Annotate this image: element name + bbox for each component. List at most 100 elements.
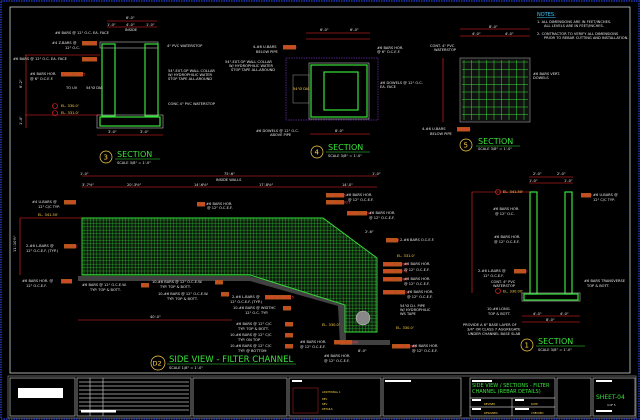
rebar-label: 12" O.C.E.F. — [483, 274, 504, 278]
rebar-label: #6 BARS HOR. — [369, 211, 395, 215]
section-5-detail: 8'-0" 4'-0" 4'-0" CONT. 4" PVC WATERSTOP… — [422, 25, 560, 152]
pipe-label: 54"Ø DIA — [293, 86, 310, 91]
view-number: D2 — [153, 360, 162, 368]
rebar-label: 12" O.C.E.F. (TYP.) — [230, 300, 263, 304]
rebar-label: #4 Z-BARS @ — [52, 41, 77, 45]
rebar-label: @ 12" O.C.E.F. — [407, 295, 433, 299]
rebar-label: BELOW PIPE — [430, 132, 453, 136]
rebar-label: ABOVE PIPE — [270, 133, 292, 137]
section-title: SECTION — [478, 137, 513, 146]
rebar-label: W/ HYDROPHILIC WATER — [229, 64, 274, 68]
dimension: 14'-6½" — [194, 183, 209, 187]
rebar-label: DOWELS — [533, 76, 549, 80]
dimension: 2'-6" — [365, 230, 374, 234]
rebar-label: #6 U-BARS @ — [593, 193, 618, 197]
rebar-label: TYP. TOP & BOTT. — [166, 297, 198, 301]
note-label: UNDER CHANNEL BASE SLAB — [468, 332, 521, 336]
legend-item: ADDITIONAL 1 — [322, 390, 341, 394]
rebar-label: WATERSTOP — [493, 284, 516, 288]
sheet-count: 4 OF 5 — [607, 403, 616, 407]
section-title: SECTION — [117, 150, 152, 159]
dimension: 8'-0" — [546, 318, 555, 322]
dimension: 75'-6" — [224, 172, 235, 176]
rebar-tag: P53 — [286, 345, 293, 349]
dimension: 4'-0" — [472, 32, 481, 36]
note-line: PRIOR TO REBAR CUTTING AND INSTALLATION. — [544, 36, 628, 40]
rebar-tag: P10 — [222, 293, 229, 297]
rebar-tag: FW124 — [387, 239, 400, 243]
rebar-label: #6 BARS HOR. — [324, 354, 350, 358]
rebar-label: TYP. TOP & BOTT. — [237, 327, 269, 331]
pipe-section-icon — [355, 310, 371, 326]
rebar-label: #6 BARS HOR. — [30, 72, 56, 76]
dimension: 4'-0" — [126, 23, 135, 27]
rebar-label: TOP & BOTT. — [487, 312, 511, 316]
rebar-label: @ 6" O.C.E.F. — [30, 77, 53, 81]
notes-block: NOTES: 1. ALL DIMENSIONS ARE IN FEET/INC… — [537, 12, 628, 40]
rebar-label: 12" C/C TYP. — [38, 205, 60, 209]
dimension: 1'-0" — [372, 172, 381, 176]
dimension: 3'-0" — [140, 130, 149, 134]
rebar-label: @ 12" O.C.E.F. — [348, 198, 374, 202]
dimension: 11'-10½" — [13, 235, 17, 252]
rebar-tag: FW79~FW75 — [384, 270, 407, 274]
section-number: 4 — [315, 149, 320, 157]
rebar-label: #6 BARS HOR. — [493, 207, 519, 211]
rebar-label: #6 BARS @ 12" C/C — [236, 322, 272, 326]
rebar-label: @ 12" O.C.E.F. — [300, 345, 326, 349]
rebar-label: 12" O.C. TYP. — [245, 311, 268, 315]
rebar-label: CONT. 4" PVC — [430, 44, 455, 48]
elevation-label: EL. 331.0' — [61, 111, 79, 115]
drawing-title: CHANNEL (REBAR DETAILS) — [472, 389, 541, 395]
section-scale: SCALE 3/8" = 1'-0" — [117, 161, 151, 165]
rebar-label: 2-#6 L-BARS @ — [26, 244, 54, 248]
field-label: CHECKED — [531, 411, 544, 415]
note-line: ALL LEVELS ARE IN FEET/INCHES. — [544, 24, 604, 28]
dimension: INSIDE WALLS — [216, 178, 242, 182]
section-number: 5 — [464, 142, 468, 150]
rebar-label: 54"Ø DIA — [86, 85, 103, 90]
rebar-tag: FW124 — [83, 58, 96, 62]
rebar-label: @ 12" O.C.E.F. — [369, 216, 395, 220]
pipe-label: W/ HYDROPHILIC — [400, 308, 431, 312]
elevation-label: EL. 330.0' — [396, 326, 414, 330]
rebar-label: @ 12" O.C.E.F. — [404, 268, 430, 272]
rebar-tag: FW124 — [83, 42, 96, 46]
rebar-label: TYP. @ BOTTOM — [237, 349, 267, 353]
rebar-label: 54"-EXT-OP WALL COLLAR — [168, 69, 215, 73]
legend-item: REV — [322, 397, 327, 401]
rebar-label: #6 BARS HOR. — [404, 277, 430, 281]
rebar-label: 54"-EXT-OP WALL COLLAR — [225, 60, 272, 64]
dimension: 4'-0" — [560, 312, 569, 316]
rebar-label: CONT. 4" PVC — [491, 280, 516, 284]
rebar-label: @ 12" O.C.E.F. — [324, 359, 350, 363]
rebar-label: TYP. ON TOP — [237, 338, 261, 342]
field-label: DESIGNED — [484, 411, 498, 415]
rebar-label: #6 BARS HOR. — [377, 46, 403, 50]
rebar-label: EA. FACE — [380, 85, 397, 89]
rebar-label: #6 BARS HOR. — [412, 344, 438, 348]
rebar-tag: FW98~FW102 — [384, 291, 410, 295]
rebar-label: #6 BARS HOR. — [300, 340, 326, 344]
rebar-label: 4-#6 U-BARS — [253, 45, 277, 49]
rebar-label: 12" C/C TYP. — [593, 198, 615, 202]
rebar-tag: P52 — [286, 334, 293, 338]
dimension: 14'-0" — [342, 183, 353, 187]
dimension: 3'-0" — [108, 130, 117, 134]
note-label: 3/4" OR CLASS 7 AGGREGATE — [467, 328, 521, 332]
rebar-label: #6 BARS VERT. — [533, 72, 560, 76]
rebar-tag: FW64~FW66 — [393, 345, 417, 349]
rebar-tag: P24 — [142, 284, 149, 288]
dimension: 3'-7½" — [82, 183, 94, 187]
elevation-label: EL. 330.0' — [61, 104, 79, 108]
view-scale: SCALE 1/8" = 1'-0" — [169, 366, 203, 370]
rebar-label: 4-#6 U-BARS — [422, 127, 446, 131]
dimension: 1'-0" — [146, 23, 155, 27]
rebar-label: 4" PVC WATERSTOP — [167, 44, 203, 48]
rebar-label: #6 BARS HOR. @ — [22, 279, 53, 283]
rebar-tag: FW64~FW65 — [62, 73, 85, 77]
rebar-tag: FW1 — [198, 203, 206, 207]
section-number: 1 — [525, 342, 529, 350]
